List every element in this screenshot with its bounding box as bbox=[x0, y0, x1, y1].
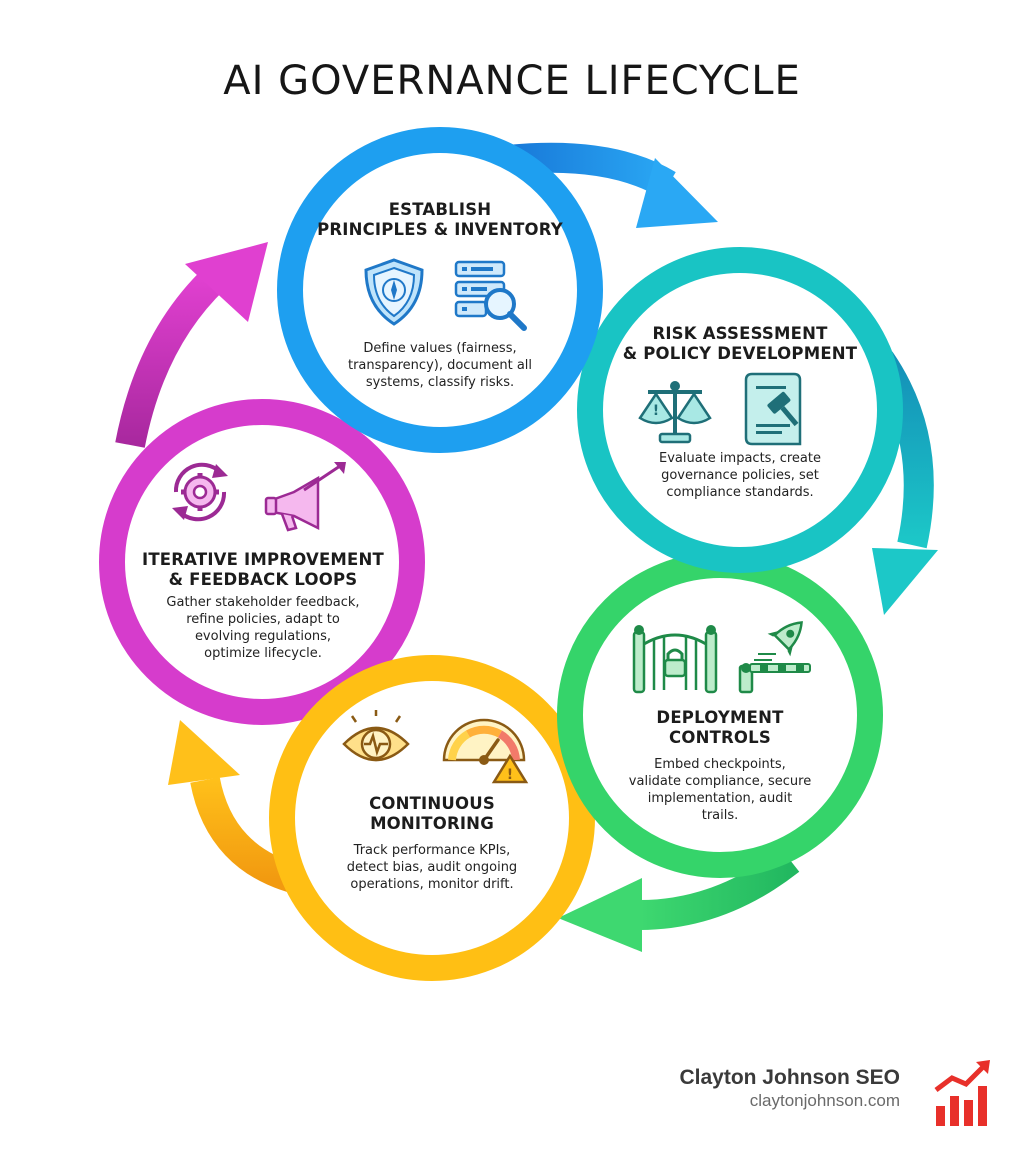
stage-ring-risk bbox=[577, 247, 903, 573]
stage-description-line: systems, classify risks. bbox=[365, 375, 515, 390]
stage-title-line: DEPLOYMENT bbox=[656, 708, 784, 727]
stage-description: Evaluate impacts, create governance poli… bbox=[600, 450, 880, 501]
brand-url[interactable]: claytonjohnson.com bbox=[749, 1091, 900, 1110]
stage-description: Gather stakeholder feedback, refine poli… bbox=[118, 594, 408, 662]
stage-title-line: CONTINUOUS bbox=[369, 794, 495, 813]
stage-description-line: Define values (fairness, bbox=[363, 341, 517, 356]
shield-compass-icon bbox=[364, 258, 424, 326]
stage-description-line: implementation, audit bbox=[647, 791, 793, 806]
stage-title-line: MONITORING bbox=[370, 814, 494, 833]
stage-title: DEPLOYMENT CONTROLS bbox=[580, 708, 860, 748]
stage-ring-principles bbox=[277, 127, 603, 453]
stage-description-line: refine policies, adapt to bbox=[186, 612, 340, 627]
stage-title-line: RISK ASSESSMENT bbox=[652, 324, 828, 343]
stage-description-line: optimize lifecycle. bbox=[204, 646, 322, 661]
gauge-warning-icon: ! bbox=[442, 718, 529, 784]
stage-description-line: detect bias, audit ongoing bbox=[346, 860, 518, 875]
stage-title-line: ITERATIVE IMPROVEMENT bbox=[142, 550, 384, 569]
rocket-barrier-icon bbox=[738, 621, 811, 694]
inventory-search-icon bbox=[454, 260, 527, 331]
balance-scale-icon: ! bbox=[638, 381, 712, 444]
stage-principles: ESTABLISH PRINCIPLES & INVENTORY Define … bbox=[300, 200, 580, 391]
stage-description-line: validate compliance, secure bbox=[628, 774, 812, 789]
arrow-pink-to-blue bbox=[115, 242, 268, 448]
svg-text:!: ! bbox=[653, 403, 659, 419]
stage-title-line: ESTABLISH bbox=[388, 200, 492, 219]
gear-cycle-icon bbox=[172, 462, 228, 522]
stage-title: ITERATIVE IMPROVEMENT & FEEDBACK LOOPS bbox=[118, 550, 408, 590]
stage-description-line: evolving regulations, bbox=[194, 629, 332, 644]
stage-monitoring: CONTINUOUS MONITORING Track performance … bbox=[292, 794, 572, 893]
eye-pulse-icon bbox=[342, 710, 410, 762]
svg-text:!: ! bbox=[507, 767, 513, 783]
megaphone-growth-icon bbox=[264, 462, 346, 532]
stage-title-line: CONTROLS bbox=[669, 728, 771, 747]
stage-title: RISK ASSESSMENT & POLICY DEVELOPMENT bbox=[600, 324, 880, 364]
stage-description-line: trails. bbox=[701, 808, 739, 823]
stage-title: ESTABLISH PRINCIPLES & INVENTORY bbox=[300, 200, 580, 240]
stage-title-line: & POLICY DEVELOPMENT bbox=[622, 344, 858, 363]
brand-block: Clayton Johnson SEO claytonjohnson.com bbox=[600, 1066, 900, 1111]
stage-description-line: transparency), document all bbox=[347, 358, 533, 373]
page-title: AI GOVERNANCE LIFECYCLE bbox=[223, 58, 801, 104]
stage-deployment: DEPLOYMENT CONTROLS Embed checkpoints, v… bbox=[580, 708, 860, 824]
stage-description-line: compliance standards. bbox=[666, 485, 814, 500]
stage-improvement: ITERATIVE IMPROVEMENT & FEEDBACK LOOPS G… bbox=[118, 550, 408, 662]
brand-logo-icon bbox=[934, 1060, 990, 1126]
brand-name: Clayton Johnson SEO bbox=[679, 1066, 900, 1089]
stage-description-line: operations, monitor drift. bbox=[350, 877, 514, 892]
stage-title: CONTINUOUS MONITORING bbox=[292, 794, 572, 834]
stage-description-line: Track performance KPIs, bbox=[353, 843, 511, 858]
stage-risk: RISK ASSESSMENT & POLICY DEVELOPMENT Eva… bbox=[600, 324, 880, 501]
arrow-green-to-yellow bbox=[558, 848, 800, 952]
stage-title-line: PRINCIPLES & INVENTORY bbox=[317, 220, 563, 239]
locked-gate-icon bbox=[632, 625, 718, 694]
stage-description-line: Gather stakeholder feedback, bbox=[166, 595, 360, 610]
policy-document-gavel-icon bbox=[744, 372, 802, 446]
stage-description: Track performance KPIs, detect bias, aud… bbox=[292, 842, 572, 893]
stage-description-line: Evaluate impacts, create bbox=[659, 451, 821, 466]
stage-description: Define values (fairness, transparency), … bbox=[300, 340, 580, 391]
stage-description-line: governance policies, set bbox=[661, 468, 819, 483]
stage-description: Embed checkpoints, validate compliance, … bbox=[580, 756, 860, 824]
stage-description-line: Embed checkpoints, bbox=[654, 757, 786, 772]
stage-title-line: & FEEDBACK LOOPS bbox=[168, 570, 358, 589]
